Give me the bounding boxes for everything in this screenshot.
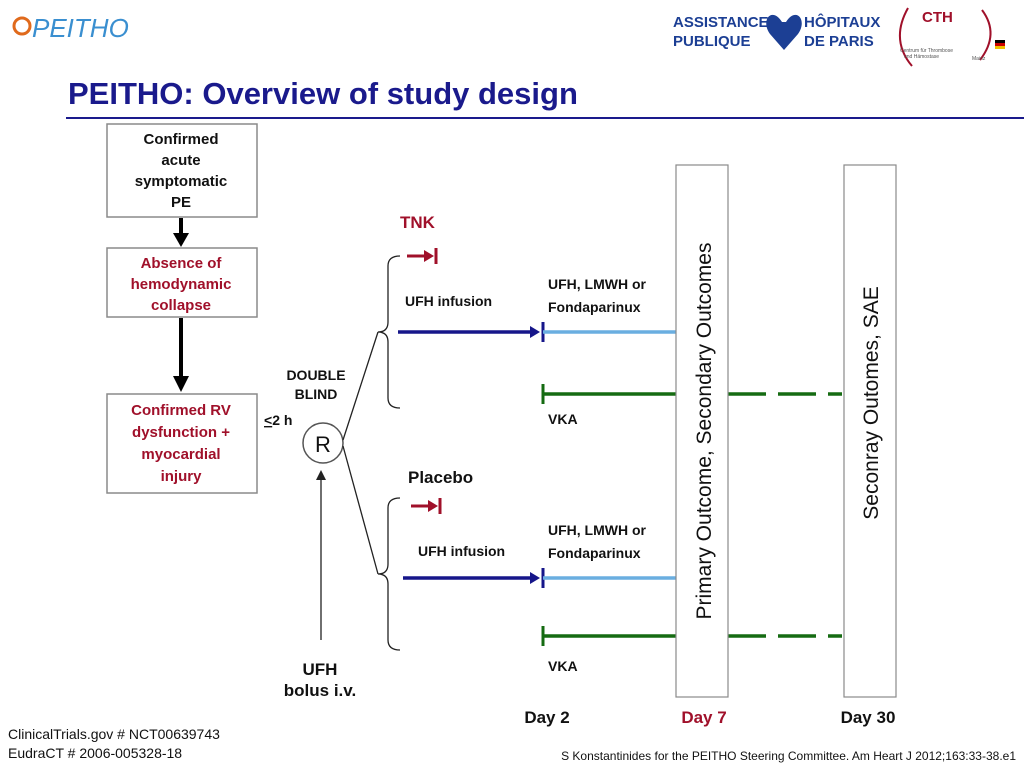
tnk-ufh-infusion-label: UFH infusion bbox=[405, 293, 492, 309]
branch-line-tnk bbox=[342, 331, 379, 441]
tnk-lmwh-label: UFH, LMWH or bbox=[548, 276, 647, 292]
tnk-bolus-icon bbox=[407, 248, 438, 264]
svg-text:DE PARIS: DE PARIS bbox=[804, 33, 874, 50]
randomization-label: R bbox=[315, 432, 331, 457]
svg-text:dysfunction +: dysfunction + bbox=[132, 424, 230, 441]
svg-text:Fondaparinux: Fondaparinux bbox=[548, 545, 641, 561]
page-title: PEITHO: Overview of study design bbox=[68, 76, 578, 111]
double-blind-label: DOUBLE bbox=[286, 367, 345, 383]
svg-text:Mainz: Mainz bbox=[972, 56, 986, 62]
placebo-ufh-infusion-label: UFH infusion bbox=[418, 543, 505, 559]
day-2-label: Day 2 bbox=[524, 708, 569, 727]
svg-text:Confirmed RV: Confirmed RV bbox=[131, 402, 231, 419]
eudract-registration: EudraCT # 2006-005328-18 bbox=[8, 745, 182, 761]
safety-outcome-label: Seconray Outomes, SAE bbox=[860, 286, 883, 519]
primary-outcome-column bbox=[675, 164, 729, 698]
aphp-logo: ASSISTANCE PUBLIQUE HÔPITAUX DE PARIS bbox=[673, 13, 880, 50]
svg-text:myocardial: myocardial bbox=[141, 446, 220, 463]
cth-logo: CTH Centrum für Thrombose und Hämostase … bbox=[898, 7, 1005, 67]
inclusion-box-rv-dysfunction: Confirmed RV dysfunction + myocardial in… bbox=[106, 393, 258, 494]
svg-text:Fondaparinux: Fondaparinux bbox=[548, 299, 641, 315]
tnk-vka-label: VKA bbox=[548, 411, 578, 427]
svg-text:hemodynamic: hemodynamic bbox=[131, 276, 232, 293]
svg-text:acute: acute bbox=[161, 152, 200, 169]
svg-text:PE: PE bbox=[171, 194, 191, 211]
svg-text:Absence of: Absence of bbox=[141, 255, 223, 272]
svg-text:ASSISTANCE: ASSISTANCE bbox=[673, 14, 769, 31]
placebo-bolus-icon bbox=[411, 498, 442, 514]
tnk-arm-bracket bbox=[377, 255, 401, 409]
ufh-bolus-arrow-head bbox=[316, 470, 326, 480]
flow-arrow-2-head bbox=[173, 376, 189, 392]
citation: S Konstantinides for the PEITHO Steering… bbox=[561, 749, 1016, 763]
safety-outcome-column bbox=[843, 164, 897, 698]
placebo-label: Placebo bbox=[408, 468, 473, 487]
peitho-logo: PEITHO bbox=[12, 13, 129, 43]
trial-registration: ClinicalTrials.gov # NCT00639743 bbox=[8, 726, 220, 742]
svg-text:Centrum für Thrombose: Centrum für Thrombose bbox=[900, 48, 953, 54]
time-window-label: <2 h bbox=[264, 412, 292, 428]
inclusion-box-hemodynamic: Absence of hemodynamic collapse bbox=[106, 247, 258, 318]
svg-text:HÔPITAUX: HÔPITAUX bbox=[804, 13, 880, 31]
randomization-node bbox=[302, 422, 344, 464]
inclusion-box-pe: Confirmed acute symptomatic PE bbox=[106, 123, 258, 218]
primary-outcome-label: Primary Outcome, Secondary Outcomes bbox=[693, 243, 716, 620]
branch-line-placebo bbox=[342, 445, 379, 575]
svg-text:bolus i.v.: bolus i.v. bbox=[284, 681, 356, 700]
svg-text:injury: injury bbox=[161, 468, 202, 485]
peitho-logo-text: PEITHO bbox=[32, 13, 129, 43]
placebo-arm-bracket bbox=[377, 497, 401, 651]
placebo-vka-label: VKA bbox=[548, 658, 578, 674]
svg-text:Confirmed: Confirmed bbox=[144, 131, 219, 148]
svg-text:symptomatic: symptomatic bbox=[135, 173, 228, 190]
placebo-lmwh-label: UFH, LMWH or bbox=[548, 522, 647, 538]
svg-text:CTH: CTH bbox=[922, 9, 953, 26]
aphp-heart-icon bbox=[766, 14, 802, 50]
svg-text:collapse: collapse bbox=[151, 297, 211, 314]
svg-text:und Hämostase: und Hämostase bbox=[904, 54, 939, 60]
svg-text:BLIND: BLIND bbox=[295, 386, 338, 402]
ufh-bolus-label: UFH bbox=[303, 660, 338, 679]
day-7-label: Day 7 bbox=[681, 708, 726, 727]
svg-text:PUBLIQUE: PUBLIQUE bbox=[673, 33, 751, 50]
flow-arrow-1-head bbox=[173, 233, 189, 247]
tnk-label: TNK bbox=[400, 213, 436, 232]
day-30-label: Day 30 bbox=[841, 708, 896, 727]
